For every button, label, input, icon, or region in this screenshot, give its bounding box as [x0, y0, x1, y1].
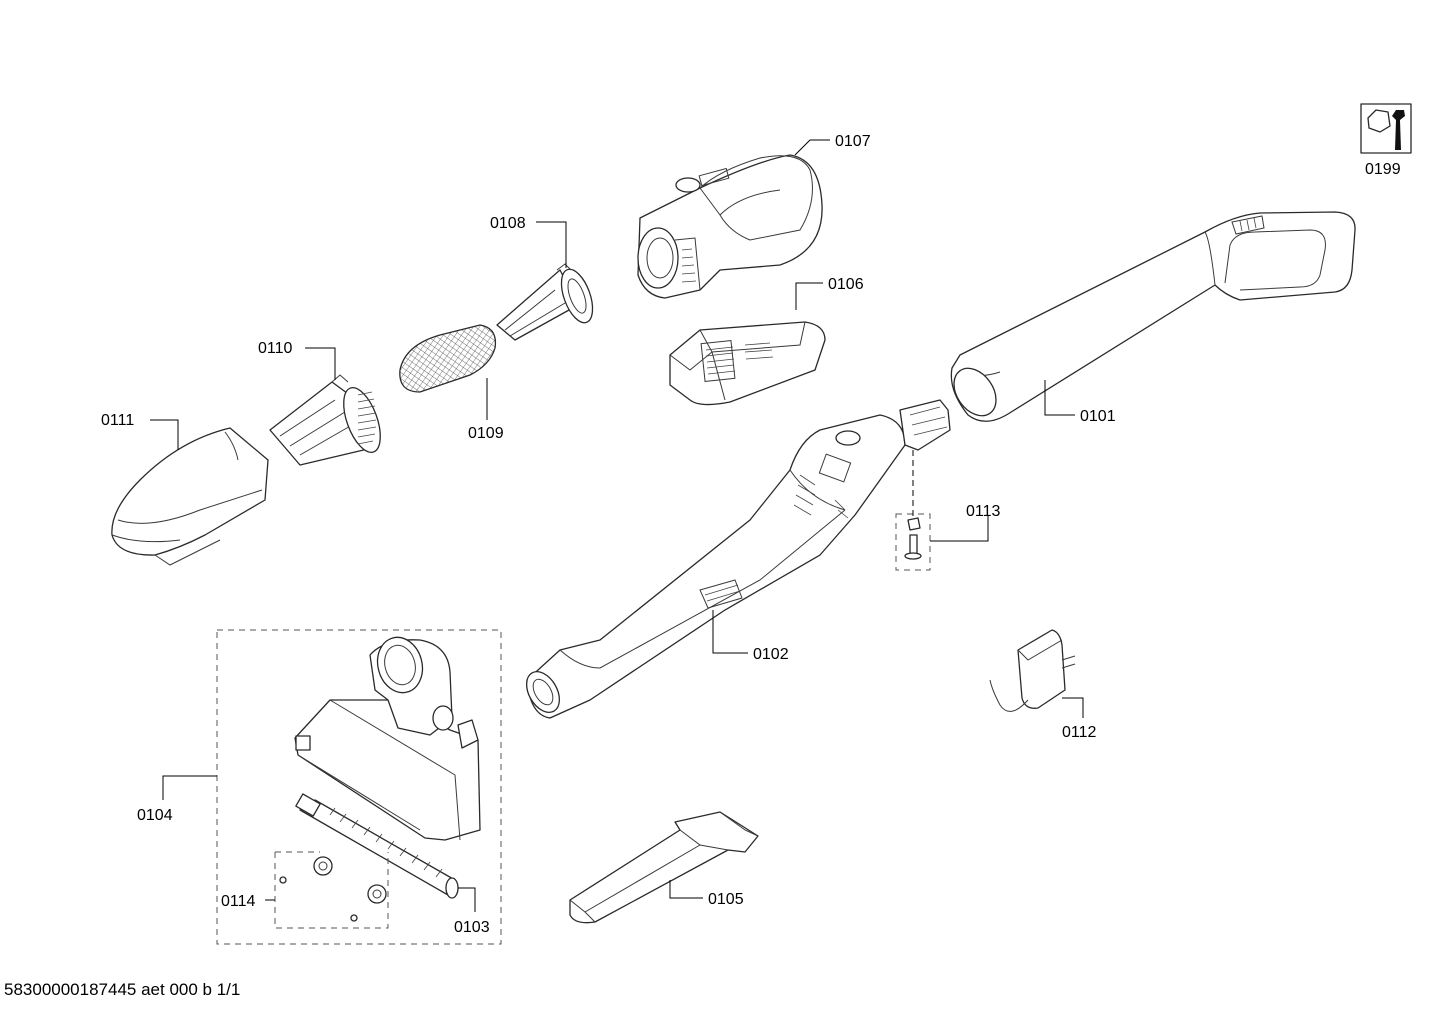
label-0101: 0101: [1080, 408, 1116, 425]
part-0102-main-body[interactable]: [520, 399, 951, 719]
label-0104: 0104: [137, 807, 173, 824]
leader-lines: [150, 139, 1084, 912]
group-0104-floor-nozzle: [216, 629, 502, 945]
part-0104-floor-nozzle[interactable]: [294, 632, 481, 841]
label-0106: 0106: [828, 276, 864, 293]
part-0105-crevice-tool[interactable]: [569, 811, 759, 924]
part-0111-container-shell[interactable]: [111, 427, 269, 566]
label-0103: 0103: [454, 919, 490, 936]
label-0109: 0109: [468, 425, 504, 442]
part-0113-screw[interactable]: [895, 450, 931, 571]
label-0107: 0107: [835, 133, 871, 150]
part-0114-wheels[interactable]: [274, 851, 389, 929]
label-0102: 0102: [753, 646, 789, 663]
label-0111: 0111: [101, 412, 134, 429]
part-0108-filter-cone[interactable]: [496, 263, 599, 341]
label-0110: 0110: [258, 340, 293, 357]
part-0103-brush-roll[interactable]: [295, 793, 459, 899]
document-id-footer: 58300000187445 aet 000 b 1/1: [4, 980, 241, 999]
label-0113: 0113: [966, 503, 1001, 520]
nut-wrench-icon: [1360, 103, 1412, 154]
part-0107-handheld-unit[interactable]: [637, 154, 823, 299]
part-0112-charger[interactable]: [989, 629, 1076, 712]
label-0199: 0199: [1365, 161, 1401, 178]
label-0108: 0108: [490, 215, 526, 232]
label-0105: 0105: [708, 891, 744, 908]
label-0112: 0112: [1062, 724, 1097, 741]
part-0101-handle[interactable]: [945, 211, 1356, 424]
part-0106-battery[interactable]: [669, 321, 826, 406]
label-0114: 0114: [221, 893, 256, 910]
part-0109-mesh-filter[interactable]: [399, 324, 497, 393]
part-0110-inner-container[interactable]: [269, 374, 388, 466]
